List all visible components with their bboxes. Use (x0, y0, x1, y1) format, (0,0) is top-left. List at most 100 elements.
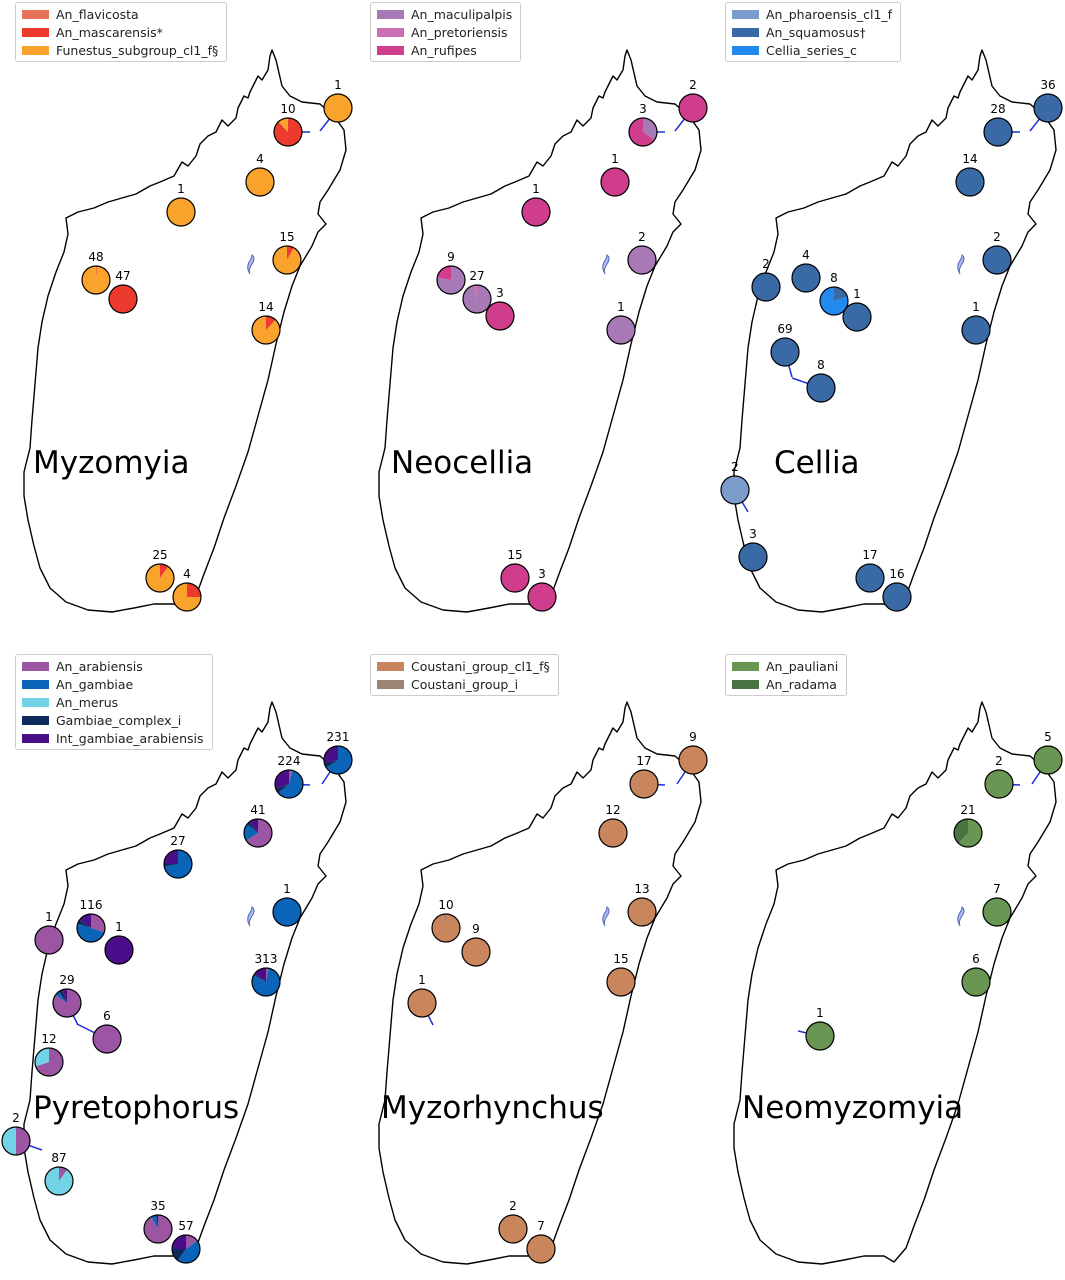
site-west-coast-mid: 29 (52, 973, 82, 1026)
site-count-label: 14 (962, 152, 977, 166)
legend-item: Coustani_group_i (377, 675, 550, 693)
legend-item: An_flavicosta (22, 5, 218, 23)
pie-outline (462, 284, 492, 314)
site-northeast-coast: 9 (676, 730, 708, 785)
pie-outline (251, 967, 281, 997)
pie-slice (35, 926, 63, 954)
pie-outline (323, 93, 353, 123)
coastline (733, 701, 1057, 1265)
site-east-coast-mid: 15 (606, 952, 636, 997)
legend-swatch (377, 661, 404, 671)
pie-slice (164, 850, 193, 878)
pie-slice (146, 564, 175, 592)
legend-label: An_arabiensis (56, 658, 143, 674)
pie-outline (407, 988, 437, 1018)
site-count-label: 12 (605, 803, 620, 817)
pie-slice (956, 168, 984, 196)
pie-slice (156, 1215, 158, 1229)
site-count-label: 1 (853, 287, 861, 301)
pie-slice (527, 1235, 555, 1263)
pie-slice (247, 821, 258, 833)
legend-swatch (22, 27, 49, 37)
site-count-label: 1 (611, 152, 619, 166)
lake (957, 253, 965, 275)
pie-slice (962, 316, 990, 344)
site-east-coast-north: 2 (982, 230, 1012, 275)
pie-slice (35, 1048, 49, 1067)
pie-slice (35, 1048, 64, 1076)
legend-label: Int_gambiae_arabiensis (56, 730, 204, 746)
site-count-label: 16 (889, 567, 904, 581)
pie-slice (278, 118, 288, 132)
site-count-label: 1 (816, 1006, 824, 1020)
legend-swatch (22, 697, 49, 707)
legend-item: An_squamosus† (732, 23, 892, 41)
site-west-f: 4 (791, 248, 821, 293)
pie-slice (164, 850, 178, 864)
pie-slice (278, 770, 304, 799)
pie-slice (160, 564, 169, 578)
legend-label: Funestus_subgroup_cl1_f§ (56, 42, 219, 58)
site-count-label: 9 (447, 250, 455, 264)
pie-slice (962, 968, 990, 996)
site-west-a: 9 (436, 250, 466, 295)
legend-item: An_rufipes (377, 41, 512, 59)
site-west-c: 27 (462, 269, 492, 314)
site-south-b: 7 (526, 1219, 556, 1264)
legend-label: An_pharoensis_cl1_f (766, 6, 893, 22)
site-northeast-coast: 231 (321, 730, 353, 785)
pie-slice (244, 824, 258, 841)
pie-slice (599, 819, 627, 847)
pie-outline (720, 475, 750, 505)
site-east-coast-mid: 6 (961, 952, 991, 997)
site-west-coast-mid: 1 (407, 973, 437, 1026)
site-west-b: 47 (108, 269, 138, 314)
pie-slice (266, 316, 276, 330)
pie-outline (76, 913, 106, 943)
pie-slice (144, 1215, 173, 1243)
pie-outline (81, 265, 111, 295)
site-count-label: 1 (418, 973, 426, 987)
site-northwest-inland: 4 (245, 152, 275, 197)
site-northeast-coast: 1 (319, 78, 353, 132)
pie-outline (953, 818, 983, 848)
site-east-coast-north: 13 (627, 882, 657, 927)
pie-slice (249, 819, 258, 833)
site-count-label: 3 (749, 527, 757, 541)
pie-outline (34, 1047, 64, 1077)
pie-outline (1, 1126, 31, 1156)
site-count-label: 2 (509, 1199, 517, 1213)
site-count-label: 15 (279, 230, 294, 244)
pie-outline (984, 769, 1014, 799)
pie-outline (882, 582, 912, 612)
site-count-label: 27 (170, 834, 185, 848)
pie-slice (177, 1240, 201, 1264)
legend-item: An_arabiensis (22, 657, 204, 675)
pie-outline (606, 967, 636, 997)
site-count-label: 29 (59, 973, 74, 987)
pie-slice (253, 973, 266, 982)
pie-slice (437, 266, 466, 294)
pie-outline (961, 315, 991, 345)
legend-swatch (732, 45, 759, 55)
site-count-label: 36 (1040, 78, 1055, 92)
site-count-label: 48 (88, 250, 103, 264)
pie-slice (607, 316, 635, 344)
legend-label: An_mascarensis* (56, 24, 163, 40)
site-count-label: 13 (634, 882, 649, 896)
site-northwest-inland: 21 (953, 803, 983, 848)
site-count-label: 2 (12, 1111, 20, 1125)
site-southwest-b: 87 (44, 1151, 74, 1196)
panel-title: Myzomyia (33, 445, 190, 481)
site-count-label: 3 (496, 286, 504, 300)
pie-slice (528, 583, 556, 611)
site-count-label: 2 (689, 78, 697, 92)
site-east-coast-north: 7 (982, 882, 1012, 927)
site-northeast-coast: 2 (674, 78, 708, 132)
pie-slice (628, 246, 656, 274)
pie-slice (721, 476, 749, 504)
pie-slice (856, 564, 884, 592)
pie-outline (600, 167, 630, 197)
